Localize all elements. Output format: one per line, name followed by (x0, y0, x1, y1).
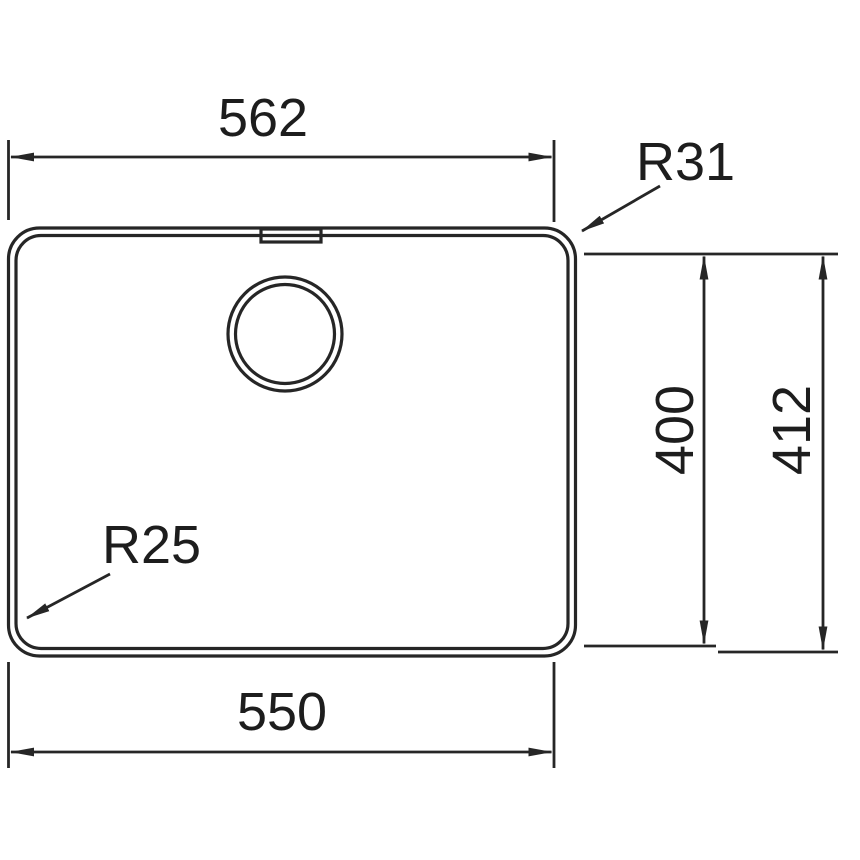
sink-outer-edge (6, 226, 578, 658)
dim-inner-height: 400 (584, 252, 838, 648)
drain-outer-circle (226, 275, 344, 393)
drain-inner-circle (233, 282, 337, 386)
radius-bottom-left-label: R25 (102, 515, 201, 575)
leader-line (581, 184, 661, 233)
dim-bottom-width: 550 (7, 662, 556, 768)
radius-callout-bottom-left: R25 (26, 515, 201, 620)
radius-callout-top-right: R31 (581, 132, 735, 233)
dim-top-width-label: 562 (218, 88, 308, 148)
dim-top-width: 562 (7, 88, 556, 222)
sink-outline (6, 226, 578, 658)
radius-top-right-label: R31 (636, 132, 735, 192)
dim-outer-height: 412 (718, 255, 838, 654)
dim-bottom-width-label: 550 (237, 682, 327, 742)
leader-line (26, 572, 111, 620)
drain-hole (226, 275, 344, 393)
sink-inner-edge (14, 233, 570, 651)
overflow-notch (259, 227, 323, 244)
dim-outer-height-label: 412 (762, 385, 822, 475)
dim-inner-height-label: 400 (645, 385, 705, 475)
